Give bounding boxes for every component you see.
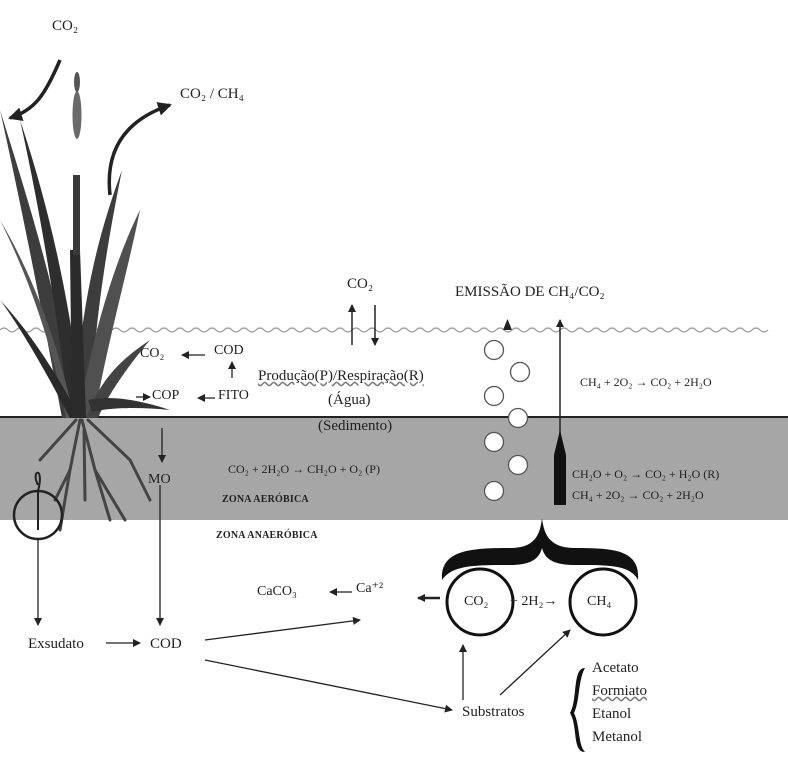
label-eq-water: CH₄ + 2O₂ → CO₂ + 2H₂O <box>580 375 712 389</box>
label-exsudato: Exsudato <box>28 636 84 652</box>
co2-circle <box>445 567 515 637</box>
label-sedimento: (Sedimento) <box>318 418 393 434</box>
label-producao: Produção(P)/Respiração(R) <box>258 368 424 384</box>
label-mo: MO <box>148 472 171 487</box>
substrate-metanol: Metanol <box>592 729 642 745</box>
water-surface <box>0 327 769 333</box>
ch4-circle <box>568 567 638 637</box>
label-h2: + 2H₂→ <box>510 594 558 609</box>
label-ca: Ca⁺² <box>356 581 384 596</box>
arrow-substratos-ch4 <box>499 629 571 696</box>
bubble-arrowhead <box>503 319 512 330</box>
plant <box>0 72 170 418</box>
substrate-etanol: Etanol <box>592 706 632 722</box>
plant-roots <box>38 418 152 532</box>
bubbles <box>483 339 531 502</box>
arrow-cod-substratos <box>204 659 453 713</box>
label-cod-water: COD <box>214 343 244 358</box>
substrate-acetato: Acetato <box>592 660 639 676</box>
label-fito: FITO <box>218 388 249 403</box>
co2-ch4-release-arrow <box>107 102 172 196</box>
label-emission: EMISSÃO DE CH₄/CO₂ <box>455 284 605 300</box>
curly-brace <box>441 518 639 580</box>
label-co2-exchange: CO₂ <box>347 276 374 292</box>
sediment-band <box>0 418 788 520</box>
label-co2-ch4: CO₂ / CH₄ <box>180 86 244 102</box>
diffusion-wedge <box>554 430 566 505</box>
label-caco3: CaCO₃ <box>257 584 297 599</box>
label-cop: COP <box>152 388 180 403</box>
label-ch4-circle: CH₄ <box>587 594 612 609</box>
label-co2-top: CO₂ <box>52 18 79 34</box>
label-co2-circle: CO₂ <box>464 594 489 609</box>
label-eq-sediment-2: CH₂O + O₂ → CO₂ + H₂O (R) <box>572 467 720 481</box>
label-substratos: Substratos <box>462 704 525 720</box>
label-zona-anaerobica: ZONA ANAERÓBICA <box>216 530 318 541</box>
substrate-formiato: Formiato <box>592 683 647 699</box>
label-eq-sediment-3: CH₄ + 2O₂ → CO₂ + 2H₂O <box>572 488 704 502</box>
substrate-brace <box>570 668 585 752</box>
label-agua: (Água) <box>328 392 371 408</box>
label-eq-sediment-1: CO₂ + 2H₂O → CH₂O + O₂ (P) <box>228 462 380 476</box>
label-co2-water: CO₂ <box>140 346 165 361</box>
label-cod-bottom: COD <box>150 636 182 652</box>
label-zona-aerobica: ZONA AERÓBICA <box>222 494 309 505</box>
arrow-cod-ca <box>204 616 361 641</box>
co2-release-arrow <box>8 59 62 122</box>
